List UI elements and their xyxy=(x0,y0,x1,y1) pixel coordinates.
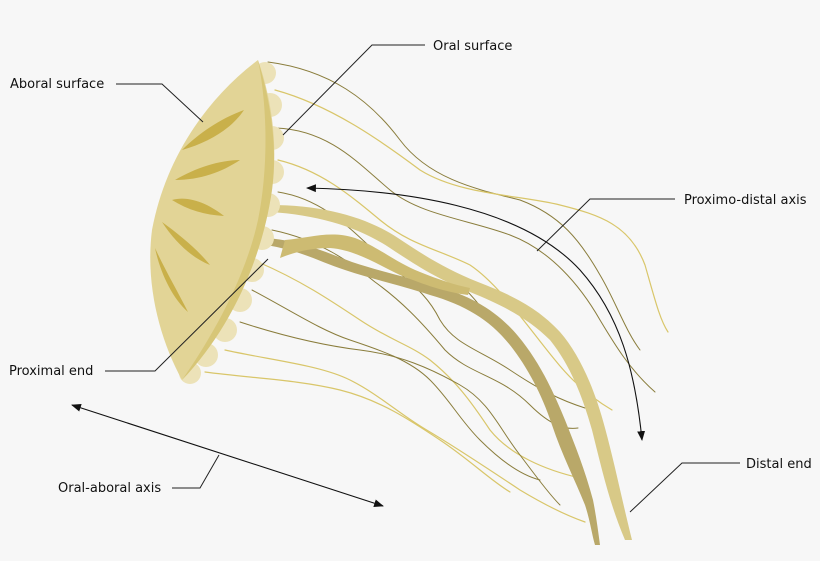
oral-aboral-axis-leader xyxy=(172,454,220,489)
oral-surface-leader xyxy=(282,44,425,136)
proximo-distal-axis-arrow xyxy=(306,184,646,441)
label-distal-end: Distal end xyxy=(746,457,812,472)
label-oral-aboral-axis: Oral-aboral axis xyxy=(58,481,161,496)
distal-end-leader xyxy=(629,462,740,513)
label-oral-surface: Oral surface xyxy=(433,39,512,54)
bell xyxy=(150,60,284,384)
aboral-surface-leader xyxy=(116,83,204,123)
gonads xyxy=(155,110,244,312)
oral-aboral-axis-arrow xyxy=(71,403,384,508)
bell-shade xyxy=(182,60,275,380)
label-proximo-distal-axis: Proximo-distal axis xyxy=(684,193,807,208)
proximo-distal-axis-leader xyxy=(536,198,675,252)
label-proximal-end: Proximal end xyxy=(9,364,93,379)
label-aboral-surface: Aboral surface xyxy=(10,77,104,92)
proximal-end-leader xyxy=(105,258,269,372)
